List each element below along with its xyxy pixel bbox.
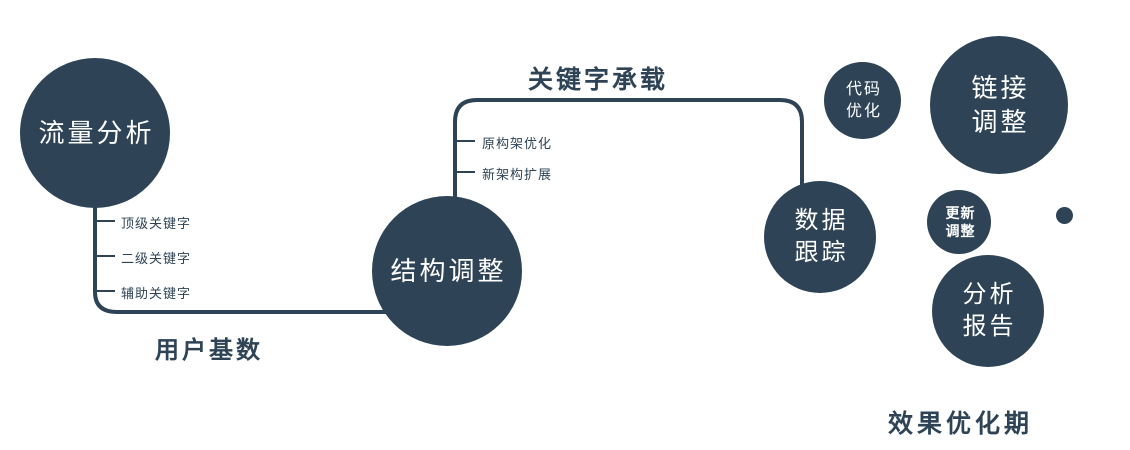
edge-label-keyword-carry: 关键字承载	[528, 66, 669, 94]
branch-label-top-keywords: 顶级关键字	[121, 216, 192, 231]
node-link-adjustment-line2: 调整	[971, 107, 1030, 137]
branch-label-secondary-keywords: 二级关键字	[121, 251, 192, 266]
node-data-tracking-line2: 跟踪	[794, 239, 849, 266]
node-data-tracking: 数据 跟踪	[764, 181, 876, 293]
node-data-tracking-line1: 数据	[794, 207, 849, 235]
traffic-branch-ticks	[95, 220, 115, 292]
node-structure-adjustment-label: 结构调整	[390, 255, 507, 286]
node-analysis-report-line2: 报告	[962, 313, 1017, 340]
connector-traffic-to-structure	[93, 160, 450, 314]
node-analysis-report-line1: 分析	[962, 281, 1017, 309]
node-traffic-analysis: 流量分析	[20, 58, 170, 208]
node-structure-adjustment: 结构调整	[372, 196, 522, 346]
node-code-optimization-line2: 优化	[845, 102, 882, 120]
node-code-optimization: 代码 优化	[824, 62, 901, 139]
node-link-adjustment-line1: 链接	[971, 72, 1030, 103]
phase-label-effect-optimization: 效果优化期	[888, 410, 1034, 438]
connector-structure-to-tracking	[453, 98, 804, 215]
node-analysis-report: 分析 报告	[932, 255, 1044, 367]
node-link-adjustment: 链接 调整	[930, 36, 1068, 174]
branch-label-original-architecture: 原构架优化	[482, 136, 553, 151]
structure-branch-ticks	[455, 140, 475, 173]
edge-label-user-base: 用户基数	[155, 337, 263, 364]
node-code-optimization-line1: 代码	[845, 81, 882, 99]
node-update-adjustment-line1: 更新	[945, 204, 976, 221]
node-update-adjustment: 更新 调整	[927, 190, 991, 254]
node-update-adjustment-line2: 调整	[945, 223, 976, 239]
node-traffic-analysis-label: 流量分析	[38, 117, 155, 148]
bullet-dot-icon	[1056, 207, 1073, 224]
branch-label-new-architecture: 新架构扩展	[482, 167, 553, 182]
branch-label-auxiliary-keywords: 辅助关键字	[121, 286, 192, 301]
